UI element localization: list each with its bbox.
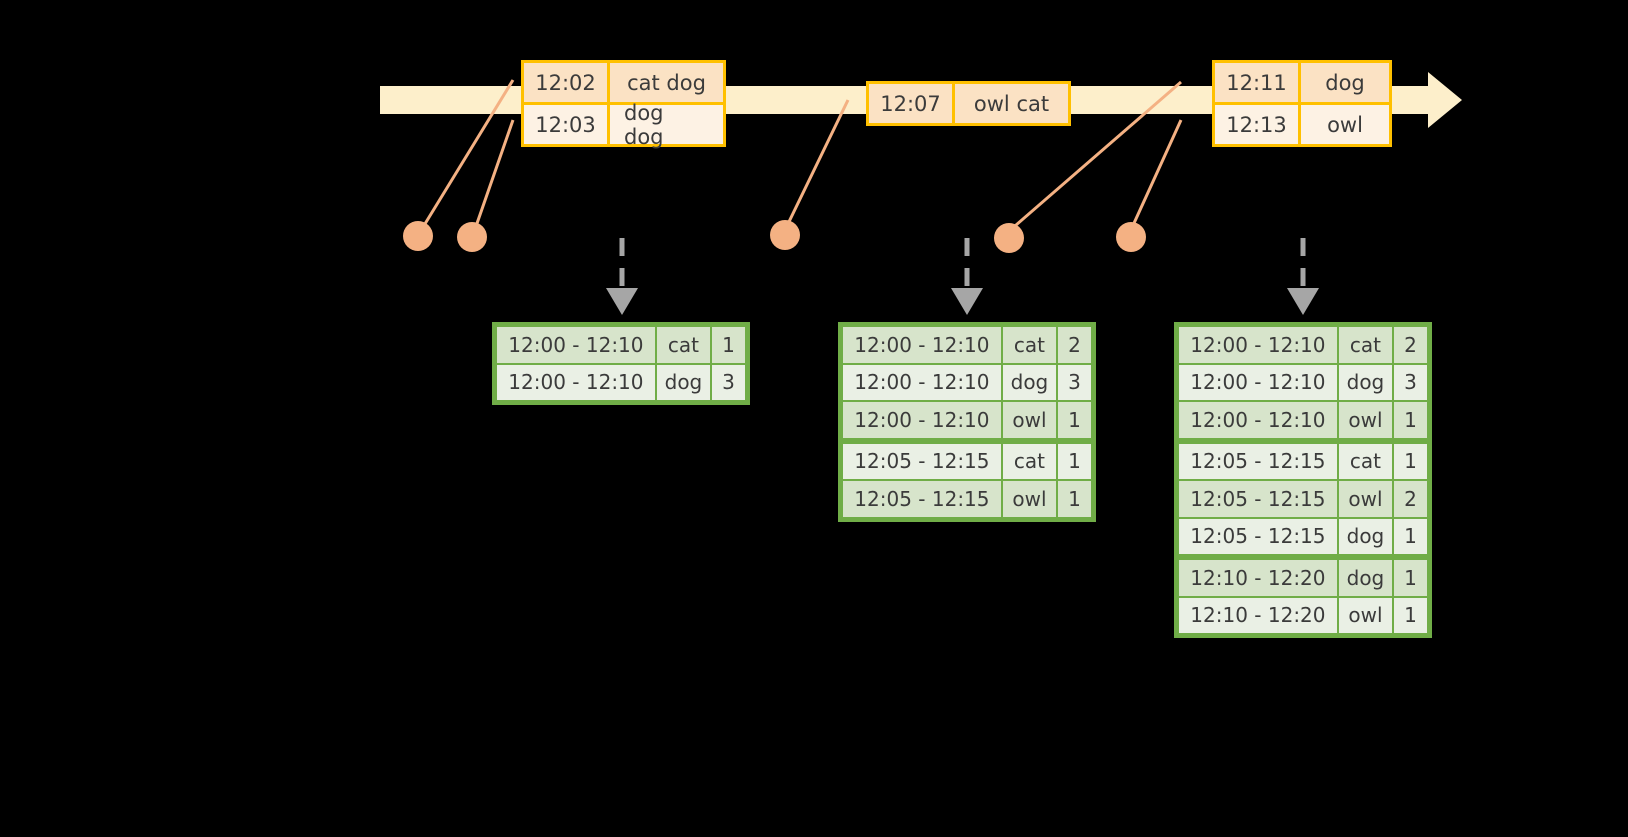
dot-3 <box>770 220 800 250</box>
cell-count: 1 <box>1057 480 1092 518</box>
event-words: dog <box>1301 63 1389 102</box>
cell-count: 2 <box>1393 326 1428 364</box>
timeline-event-row[interactable]: 12:11 dog <box>1215 63 1389 102</box>
timeline-event-row[interactable]: 12:03 dog dog <box>524 101 723 149</box>
event-words: cat dog <box>610 63 723 102</box>
cell-window: 12:00 - 12:10 <box>842 363 1002 401</box>
event-dots <box>403 220 1146 253</box>
cell-word: owl <box>1337 480 1394 518</box>
cell-word: dog <box>1337 559 1394 597</box>
cell-word: cat <box>655 326 712 364</box>
cell-count: 1 <box>1393 517 1428 555</box>
connector-line-3 <box>783 99 850 231</box>
cell-count: 1 <box>1393 442 1428 480</box>
cell-window: 12:00 - 12:10 <box>842 401 1002 439</box>
event-time: 12:13 <box>1215 105 1301 144</box>
cell-count: 2 <box>1057 326 1092 364</box>
dashed-arrow-head-2 <box>951 288 983 315</box>
cell-count: 3 <box>711 363 746 401</box>
cell-window: 12:10 - 12:20 <box>1178 596 1338 634</box>
cell-count: 1 <box>1057 401 1092 439</box>
cell-count: 1 <box>1393 559 1428 597</box>
cell-word: owl <box>1337 401 1394 439</box>
cell-word: dog <box>1001 363 1058 401</box>
event-time: 12:07 <box>869 84 955 123</box>
event-time: 12:02 <box>524 63 610 102</box>
dashed-arrow-head-3 <box>1287 288 1319 315</box>
timeline-event-row[interactable]: 12:13 owl <box>1215 102 1389 144</box>
cell-count: 1 <box>1393 401 1428 439</box>
cell-window: 12:05 - 12:15 <box>1178 517 1338 555</box>
cell-word: dog <box>1337 517 1394 555</box>
cell-window: 12:00 - 12:10 <box>1178 363 1338 401</box>
cell-word: cat <box>1337 442 1394 480</box>
timeline-event-group-3[interactable]: 12:11 dog 12:13 owl <box>1212 60 1392 147</box>
timeline-event-group-2[interactable]: 12:07 owl cat <box>866 81 1071 126</box>
event-time: 12:11 <box>1215 63 1301 102</box>
cell-window: 12:00 - 12:10 <box>496 326 656 364</box>
cell-word: dog <box>655 363 712 401</box>
connector-line-2 <box>472 119 515 233</box>
cell-window: 12:00 - 12:10 <box>842 326 1002 364</box>
dashed-arrow-heads <box>606 288 1319 315</box>
connector-line-1 <box>418 79 515 233</box>
cell-window: 12:05 - 12:15 <box>842 480 1002 518</box>
cell-window: 12:05 - 12:15 <box>1178 442 1338 480</box>
cell-window: 12:05 - 12:15 <box>842 442 1002 480</box>
cell-word: dog <box>1337 363 1394 401</box>
event-words: owl <box>1301 105 1389 144</box>
cell-word: owl <box>1001 480 1058 518</box>
cell-window: 12:05 - 12:15 <box>1178 480 1338 518</box>
timeline-event-group-1[interactable]: 12:02 cat dog 12:03 dog dog <box>521 60 726 149</box>
dot-2 <box>457 222 487 252</box>
event-words: owl cat <box>955 84 1068 123</box>
timeline-event-row[interactable]: 12:07 owl cat <box>869 84 1068 123</box>
cell-window: 12:00 - 12:10 <box>1178 401 1338 439</box>
cell-word: owl <box>1337 596 1394 634</box>
cell-count: 1 <box>1393 596 1428 634</box>
dot-4 <box>994 223 1024 253</box>
cell-count: 2 <box>1393 480 1428 518</box>
timeline-arrow-head <box>1380 72 1462 128</box>
connector-line-5 <box>1128 119 1183 233</box>
cell-count: 1 <box>1057 442 1092 480</box>
cell-word: cat <box>1337 326 1394 364</box>
cell-word: cat <box>1001 442 1058 480</box>
cell-count: 1 <box>711 326 746 364</box>
cell-word: owl <box>1001 401 1058 439</box>
cell-window: 12:10 - 12:20 <box>1178 559 1338 597</box>
timeline-event-row[interactable]: 12:02 cat dog <box>524 63 723 102</box>
cell-window: 12:00 - 12:10 <box>1178 326 1338 364</box>
cell-count: 3 <box>1057 363 1092 401</box>
cell-word: cat <box>1001 326 1058 364</box>
event-time: 12:03 <box>524 105 610 144</box>
dashed-arrow-head-1 <box>606 288 638 315</box>
dashed-arrows <box>619 238 1306 292</box>
cell-count: 3 <box>1393 363 1428 401</box>
dot-1 <box>403 221 433 251</box>
dot-5 <box>1116 222 1146 252</box>
event-words: dog dog <box>610 101 723 149</box>
cell-window: 12:00 - 12:10 <box>496 363 656 401</box>
